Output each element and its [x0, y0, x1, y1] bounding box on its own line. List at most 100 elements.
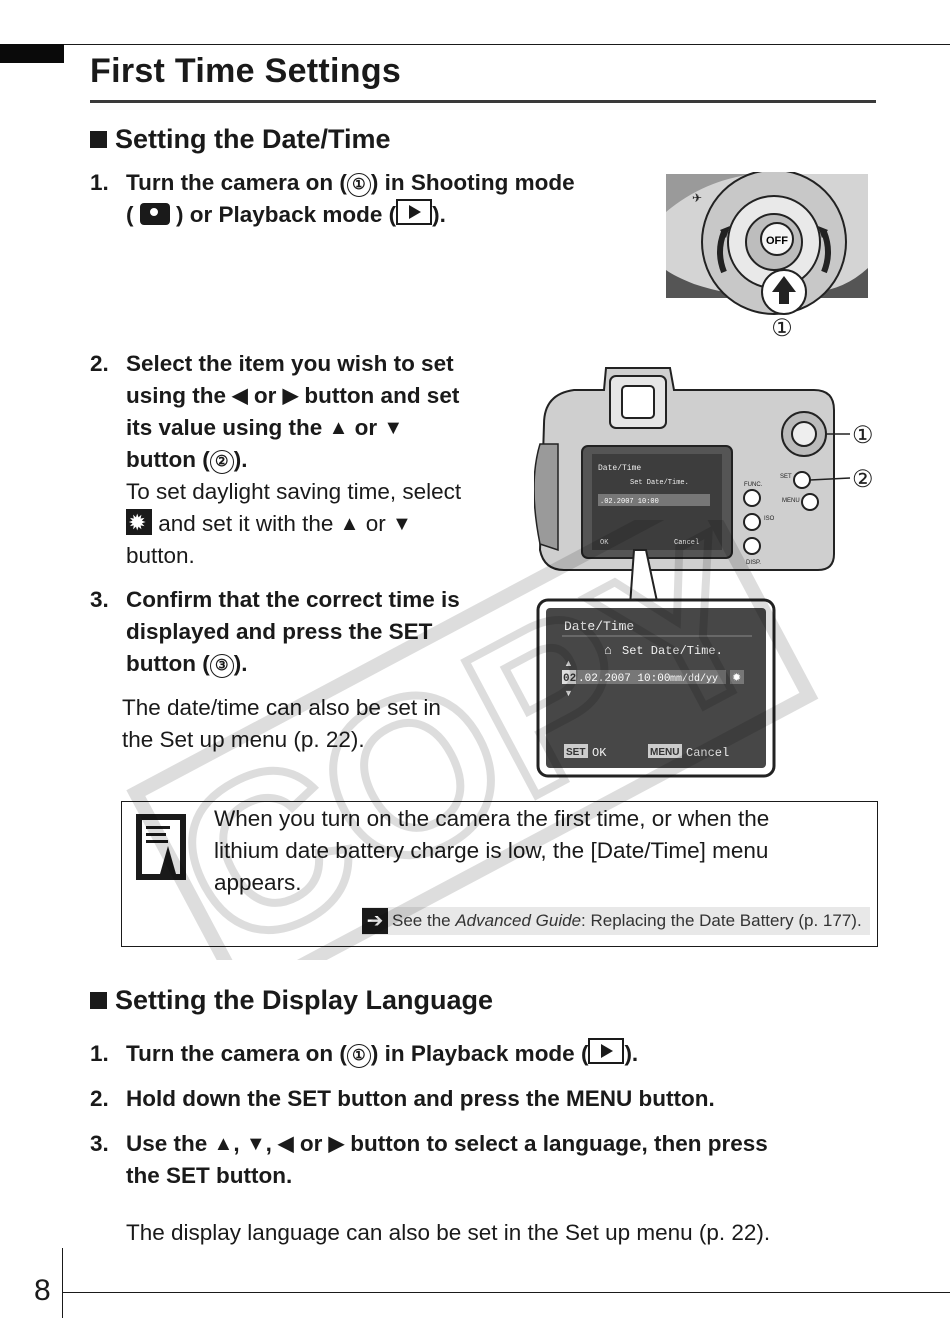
step-text-part: or — [299, 1131, 323, 1156]
step-text-part: or — [354, 415, 378, 440]
step-text-part: ). — [432, 202, 446, 227]
lang-step-2: 2. Hold down the SET button and press th… — [90, 1083, 715, 1115]
step-text-part: or — [253, 383, 277, 408]
note-line: When you turn on the camera the first ti… — [214, 806, 770, 831]
camera-back-figure: Date/Time Set Date/Time. .02.2007 10:00 … — [534, 367, 874, 778]
set-label: SET — [780, 474, 792, 480]
footer-rule — [62, 1292, 950, 1293]
step-text: Hold down the SET button and press the M… — [126, 1086, 715, 1111]
step-text-part: Select the item you wish to set — [126, 351, 454, 376]
step-text-part: displayed and press the SET — [126, 619, 433, 644]
section-heading-date-time: Setting the Date/Time — [90, 124, 391, 155]
step-text-part: and set it with the — [158, 511, 334, 536]
section-heading-display-language: Setting the Display Language — [90, 985, 493, 1016]
step-text-part: button to select a language, then press — [350, 1131, 768, 1156]
right-arrow-icon: ➔ — [362, 908, 388, 934]
note-box — [121, 801, 878, 947]
memo-icon — [136, 814, 186, 880]
lcd-down-indicator: ▼ — [564, 688, 573, 698]
callout-2-label: ② — [852, 466, 874, 493]
step-number: 1. — [90, 1041, 109, 1066]
lcd-set-btn: SET — [566, 747, 585, 758]
lcd-day-value: 02 — [563, 673, 576, 685]
step-text-part: ). — [233, 651, 248, 676]
lcd-subtitle: Set Date/Time. — [622, 644, 723, 658]
step-text-part: its value using the — [126, 415, 323, 440]
top-tab-marker — [0, 44, 64, 63]
down-arrow-icon: ▼ — [391, 513, 412, 535]
left-arrow-icon: ◀ — [278, 1133, 294, 1155]
lcd-up-indicator: ▲ — [564, 658, 573, 668]
right-arrow-icon: ▶ — [328, 1133, 344, 1155]
step-number: 2. — [90, 351, 109, 376]
step-text-part: ) in Shooting mode — [370, 170, 575, 195]
step-text: Confirm that the correct time is display… — [126, 584, 460, 680]
lcd-menu-btn: MENU — [650, 747, 679, 758]
up-arrow-icon: ▲ — [328, 417, 349, 439]
small-lcd-title: Date/Time — [598, 464, 641, 473]
camera-icon — [139, 203, 170, 225]
step-text: Select the item you wish to set using th… — [126, 348, 461, 572]
up-arrow-icon: ▲ — [213, 1133, 234, 1155]
playback-icon — [396, 199, 433, 225]
right-arrow-icon: ▶ — [282, 385, 299, 407]
language-tip: The display language can also be set in … — [126, 1220, 771, 1245]
circled-1-icon: ① — [346, 173, 371, 197]
lcd-format: mm/dd/yy — [670, 673, 718, 685]
step-number: 1. — [90, 170, 109, 195]
lcd-ok: OK — [592, 746, 607, 760]
advanced-guide-reference: ➔ See the Advanced Guide: Replacing the … — [362, 907, 870, 935]
square-bullet-icon — [90, 131, 107, 148]
lcd-title: Date/Time — [564, 619, 634, 634]
note-line: appears. — [214, 870, 302, 895]
disp-label: DISP. — [746, 560, 761, 566]
mode-dial-figure: OFF ✈ ① — [666, 172, 868, 342]
step-number: 2. — [90, 1086, 109, 1111]
ref-italic: Advanced Guide — [455, 911, 582, 930]
note-line: lithium date battery charge is low, the … — [214, 838, 769, 863]
lang-step-3: 3. Use the ▲, ▼, ◀ or ▶ button to select… — [90, 1128, 768, 1192]
page-number: 8 — [34, 1274, 51, 1307]
circled-3-icon: ③ — [209, 654, 234, 678]
step-text-part: Turn the camera on ( — [126, 170, 347, 195]
step-text-part: ( — [126, 202, 134, 227]
up-arrow-icon: ▲ — [339, 513, 360, 535]
step-number: 3. — [90, 587, 109, 612]
top-rule — [0, 44, 950, 45]
menu-label: MENU — [782, 498, 800, 504]
func-label: FUNC. — [744, 482, 763, 488]
daylight-saving-icon — [126, 507, 152, 539]
page-title: First Time Settings — [90, 52, 402, 90]
step-text-part: button ( — [126, 447, 210, 472]
footer-side-rule — [62, 1248, 63, 1318]
callout-1-label: ① — [771, 315, 793, 342]
step-text-part: or — [365, 511, 386, 536]
playback-icon — [588, 1038, 625, 1064]
down-arrow-icon: ▼ — [383, 417, 404, 439]
step-text-part: ) or Playback mode ( — [176, 202, 397, 227]
step-subtext: To set daylight saving time, select and … — [126, 479, 461, 568]
step-text-part: Use the — [126, 1131, 208, 1156]
step-text: Turn the camera on (①) in Playback mode … — [126, 1038, 638, 1070]
circled-1-icon: ① — [346, 1044, 371, 1068]
left-arrow-icon: ◀ — [232, 385, 248, 407]
section-heading-text: Setting the Display Language — [115, 985, 494, 1015]
step-text-part: button ( — [126, 651, 210, 676]
step-text-part: button. — [126, 543, 195, 568]
small-lcd-subtitle: Set Date/Time. — [630, 479, 689, 487]
step-text-part: ). — [624, 1041, 639, 1066]
lcd-dst-icon: ✹ — [732, 672, 741, 684]
step-text-part: ) in Playback mode ( — [370, 1041, 589, 1066]
home-icon: ⌂ — [604, 642, 612, 657]
small-lcd-ok: OK — [600, 539, 609, 547]
date-time-tip: The date/time can also be set in the Set… — [122, 692, 441, 756]
step-text-part: ). — [233, 447, 248, 472]
step-text-part: Turn the camera on ( — [126, 1041, 347, 1066]
small-lcd-date: .02.2007 10:00 — [600, 498, 659, 506]
title-rule — [90, 100, 876, 103]
step-3: 3. Confirm that the correct time is disp… — [90, 584, 460, 680]
lcd-date-value: .02.2007 10:00 — [578, 673, 670, 685]
step-1: 1. Turn the camera on (①) in Shooting mo… — [90, 167, 575, 231]
off-label: OFF — [766, 235, 788, 247]
down-arrow-icon: ▼ — [245, 1133, 266, 1155]
